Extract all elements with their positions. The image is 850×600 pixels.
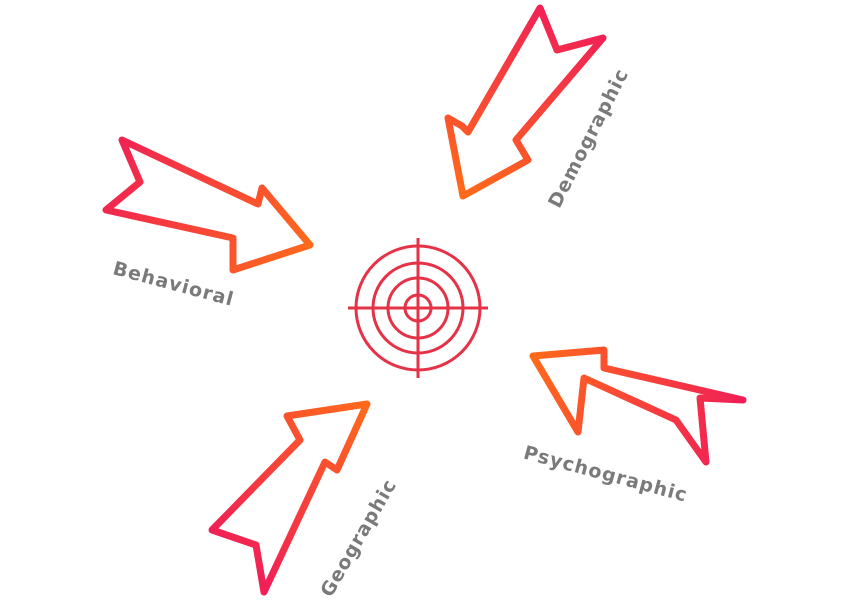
label-behavioral: Behavioral (111, 257, 237, 310)
behavioral-arrow (102, 136, 314, 274)
geographic-arrow (208, 400, 371, 596)
psychographic-arrow (529, 346, 747, 466)
label-geographic: Geographic (316, 475, 401, 600)
target-icon (348, 238, 488, 378)
demographic-arrow (444, 4, 607, 200)
label-psychographic: Psychographic (521, 442, 690, 507)
